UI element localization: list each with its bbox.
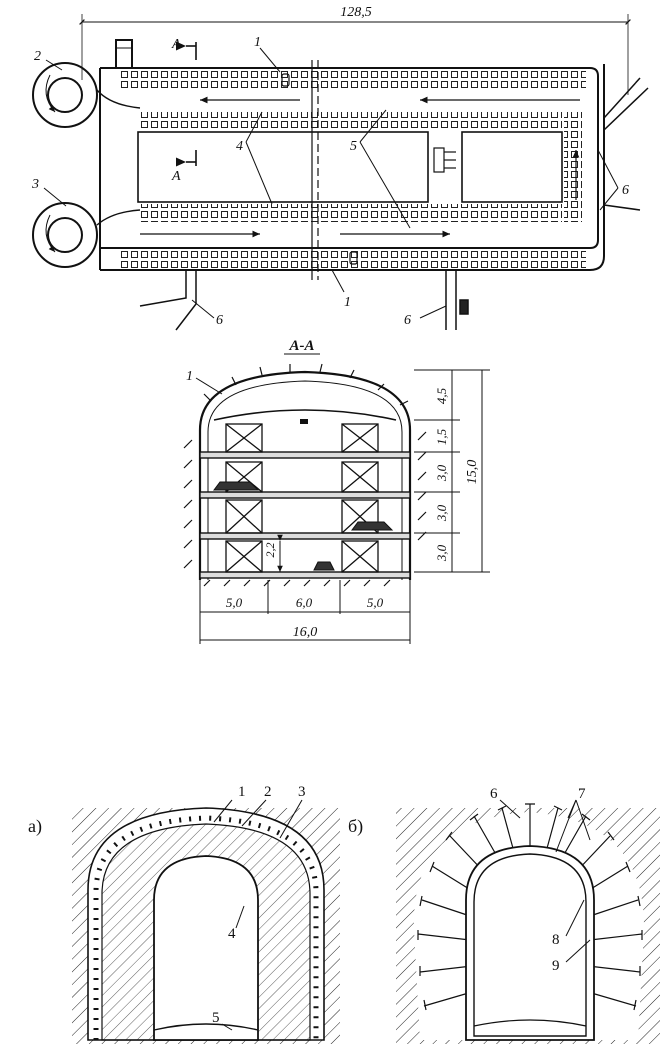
plan-callout-6-bottom-right: 6 — [404, 313, 411, 328]
panel-b-callout-6: 6 — [490, 786, 498, 802]
section-total-width: 16,0 — [293, 625, 318, 640]
section-width-1: 5,0 — [226, 595, 243, 610]
panel-a-callout-4: 4 — [228, 926, 236, 942]
section-height-4: 3,0 — [434, 504, 449, 522]
panel-a-callout-2: 2 — [264, 784, 272, 800]
panel-b-callout-7: 7 — [578, 786, 586, 802]
section-rock-hatch — [184, 364, 426, 586]
panel-a-label: а) — [28, 816, 42, 837]
panel-b-tunnel-profile — [474, 854, 586, 1036]
stair-block — [434, 148, 456, 172]
elevator-shaft — [116, 40, 132, 68]
section-roof-slab — [214, 410, 396, 420]
panel-b-callout-9: 9 — [552, 958, 560, 974]
section-height-1: 4,5 — [434, 387, 449, 404]
lining-panel-b: б) — [348, 786, 660, 1044]
plan-callout-5: 5 — [350, 139, 357, 154]
section-clearance: 2,2 — [263, 543, 277, 558]
section-height-5: 3,0 — [434, 544, 449, 562]
overall-length-label: 128,5 — [340, 5, 372, 20]
section-marks — [186, 42, 196, 166]
section-mark-label-bottom: A — [171, 169, 181, 184]
section-callout-1: 1 — [186, 369, 193, 384]
plan-callout-1-top: 1 — [254, 35, 261, 50]
section-mark-label-top: A — [171, 37, 181, 52]
panel-a-tunnel-profile — [154, 856, 258, 1040]
section-view: A-A — [184, 338, 490, 644]
section-width-3: 5,0 — [367, 595, 384, 610]
panel-b-label: б) — [348, 816, 363, 837]
plan-callout-1-bottom: 1 — [344, 295, 351, 310]
panel-a-callout-1: 1 — [238, 784, 246, 800]
lining-panel-a: а) 1 2 3 4 5 — [28, 784, 340, 1044]
plan-callout-3: 3 — [31, 177, 39, 192]
section-width-2: 6,0 — [296, 595, 313, 610]
section-height-3: 3,0 — [434, 464, 449, 482]
plan-view: 128,5 — [31, 5, 648, 330]
panel-a-callout-5: 5 — [212, 1010, 220, 1026]
plan-callout-2: 2 — [34, 49, 41, 64]
plan-callout-4: 4 — [236, 139, 243, 154]
hall-outline — [100, 64, 604, 270]
section-title: A-A — [288, 338, 314, 354]
plan-callout-6-right: 6 — [622, 183, 629, 198]
plan-callout-6-bottom-left: 6 — [216, 313, 223, 328]
section-total-height: 15,0 — [465, 460, 480, 485]
panel-b-callout-8: 8 — [552, 932, 560, 948]
panel-a-callout-3: 3 — [298, 784, 306, 800]
section-height-2: 1,5 — [434, 428, 449, 445]
